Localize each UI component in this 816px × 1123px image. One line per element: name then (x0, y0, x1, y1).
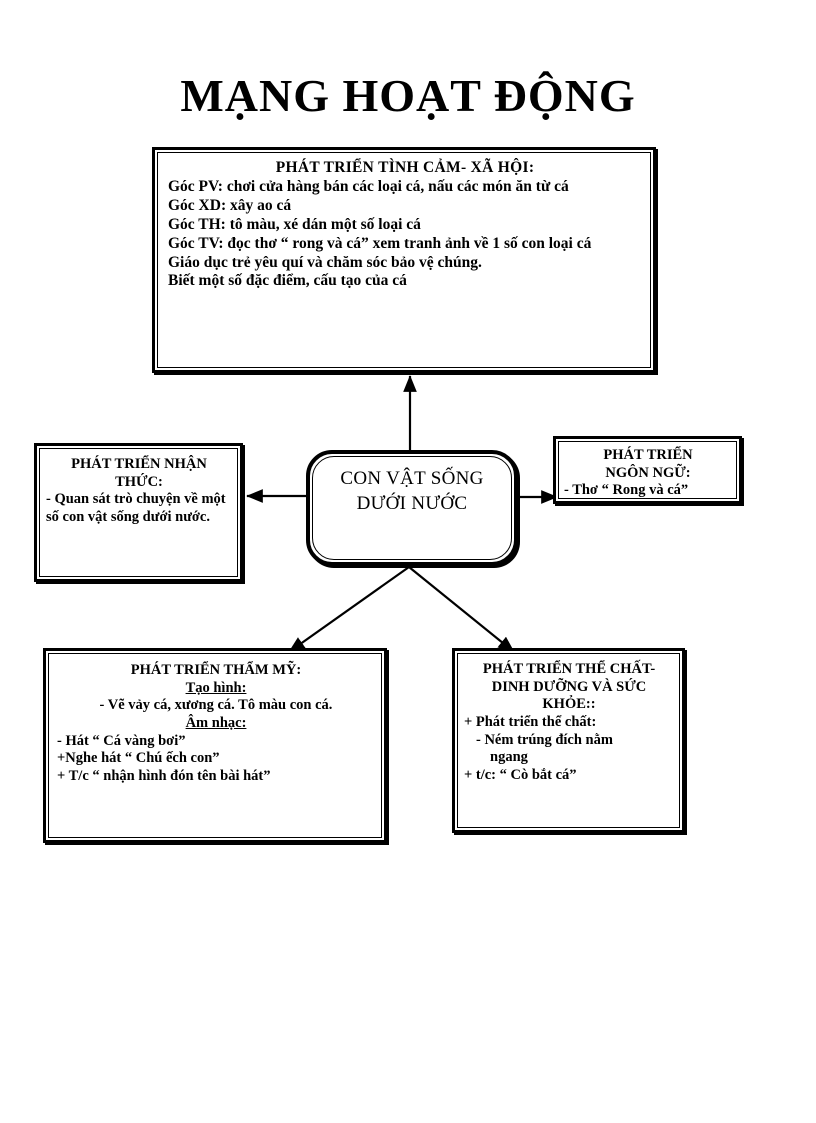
node-social-emotional-line-5: Giáo dục trẻ yêu quí và chăm sóc bảo vệ … (168, 253, 482, 271)
page-title: MẠNG HOẠT ĐỘNG (180, 70, 636, 121)
node-central-topic-line-2: DƯỚI NƯỚC (356, 493, 468, 515)
arrow-center-to-physical (408, 566, 515, 653)
node-aesthetic-music-line-2: +Nghe hát “ Chú ếch con” (57, 750, 220, 767)
node-physical-heading-line-1: PHÁT TRIỂN THỂ CHẤT- (482, 661, 656, 677)
node-social-emotional-line-3: Góc TH: tô màu, xé dán một số loại cá (168, 215, 421, 233)
node-language-content: PHÁT TRIỂN NGÔN NGỮ: - Thơ “ Rong và cá” (558, 441, 737, 499)
node-aesthetic-content: PHÁT TRIỂN THẨM MỸ: Tạo hình: - Vẽ vảy c… (48, 653, 382, 838)
node-language-line-1: - Thơ “ Rong và cá” (564, 482, 689, 499)
node-social-emotional-line-6: Biết một số đặc điểm, cấu tạo của cá (168, 272, 407, 290)
node-aesthetic-subheading-visual-art: Tạo hình: (185, 679, 247, 696)
node-central-topic-content: CON VẬT SỐNG DƯỚI NƯỚC (312, 456, 512, 560)
node-social-emotional-line-4: Góc TV: đọc thơ “ rong và cá” xem tranh … (168, 234, 592, 252)
node-central-topic[interactable]: CON VẬT SỐNG DƯỚI NƯỚC (306, 450, 518, 566)
node-aesthetic-subheading-music: Âm nhạc: (185, 715, 247, 732)
node-social-emotional-heading: PHÁT TRIỂN TÌNH CẢM- XÃ HỘI: (275, 159, 535, 176)
node-physical-development[interactable]: PHÁT TRIỂN THỂ CHẤT- DINH DƯỠNG VÀ SỨC K… (452, 648, 685, 833)
node-physical-line-3: ngang (490, 749, 528, 766)
node-physical-line-1: + Phát triển thể chất: (464, 714, 597, 731)
node-language-heading-line-2: NGÔN NGỮ: (605, 464, 691, 481)
node-cognitive-content: PHÁT TRIỂN NHẬN THỨC: - Quan sát trò chu… (39, 448, 238, 577)
node-cognitive-heading-line-1: PHÁT TRIỂN NHẬN (71, 456, 207, 472)
node-physical-heading-line-2: DINH DƯỠNG VÀ SỨC (491, 678, 647, 695)
node-social-emotional-line-1: Góc PV: chơi cửa hàng bán các loại cá, n… (168, 177, 569, 195)
node-social-emotional-line-2: Góc XD: xây ao cá (168, 196, 292, 214)
node-language-development[interactable]: PHÁT TRIỂN NGÔN NGỮ: - Thơ “ Rong và cá” (553, 436, 742, 504)
node-social-emotional-development[interactable]: PHÁT TRIỂN TÌNH CẢM- XÃ HỘI: Góc PV: chơ… (152, 147, 656, 373)
node-aesthetic-development[interactable]: PHÁT TRIỂN THẨM MỸ: Tạo hình: - Vẽ vảy c… (43, 648, 387, 843)
node-aesthetic-heading: PHÁT TRIỂN THẨM MỸ: (130, 662, 302, 678)
node-physical-heading-line-3: KHỎE:: (542, 696, 596, 713)
arrow-center-to-aesthetic (288, 566, 410, 653)
node-aesthetic-music-line-1: - Hát “ Cá vàng bơi” (57, 732, 186, 749)
node-physical-content: PHÁT TRIỂN THỂ CHẤT- DINH DƯỠNG VÀ SỨC K… (457, 653, 680, 828)
node-aesthetic-music-line-3: + T/c “ nhận hình đón tên bài hát” (57, 768, 271, 785)
node-central-topic-line-1: CON VẬT SỐNG (340, 468, 484, 489)
node-social-emotional-content: PHÁT TRIỂN TÌNH CẢM- XÃ HỘI: Góc PV: chơ… (157, 152, 651, 368)
node-cognitive-heading-line-2: THỨC: (115, 473, 163, 490)
node-aesthetic-visual-art-line-1: - Vẽ vảy cá, xương cá. Tô màu con cá. (99, 697, 333, 714)
node-physical-line-2: - Ném trúng đích nằm (476, 731, 613, 748)
node-language-heading-line-1: PHÁT TRIỂN (603, 447, 693, 463)
node-cognitive-line-1: - Quan sát trò chuyện về một số con vật … (46, 491, 226, 526)
node-cognitive-development[interactable]: PHÁT TRIỂN NHẬN THỨC: - Quan sát trò chu… (34, 443, 243, 582)
node-physical-line-4: + t/c: “ Cò bắt cá” (464, 767, 577, 784)
